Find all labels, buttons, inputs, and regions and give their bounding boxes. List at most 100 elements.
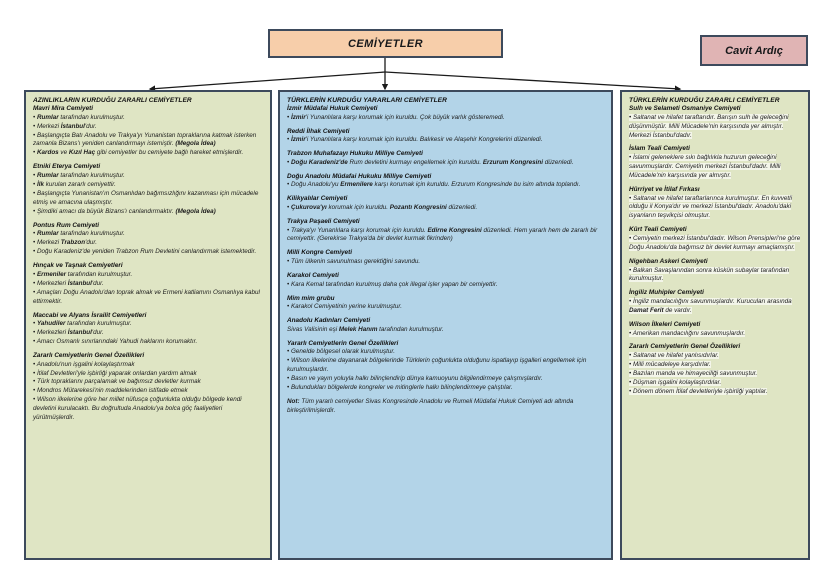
column-groups: Mavri Mira Cemiyeti• Rumlar tarafından k… bbox=[33, 105, 263, 423]
author-name-label: Cavit Ardıç bbox=[725, 44, 783, 57]
society-detail-line: • İzmir'i Yunanlılara karşı korumak için… bbox=[287, 113, 505, 121]
society-detail-line: • Başlangıçta Yunanistan'ın Osmanlıdan b… bbox=[33, 189, 259, 206]
society-detail-line: • İslami geleneklere sıkı bağlılıkla huz… bbox=[629, 154, 781, 179]
society-detail-line: • Saltanat ve hilafet taraftarlarınca ku… bbox=[629, 194, 792, 220]
society-detail-line: • Doğu Anadolu'yu Ermenilere karşı korum… bbox=[287, 181, 581, 189]
society-detail-line: • Başlangıçta Batı Anadolu ve Trakya'yı … bbox=[33, 131, 257, 148]
society-group-title: Karakol Cemiyeti bbox=[287, 271, 339, 279]
column-title: TÜRKLERİN KURDUĞU YARARLARI CEMİYETLER bbox=[287, 97, 447, 104]
society-detail-line: • Bulundukları bölgelerde kongreler ve m… bbox=[287, 384, 513, 392]
society-group: Trabzon Muhafazayı Hukuku Milliye Cemiye… bbox=[287, 150, 604, 168]
society-group: Nigehban Askeri Cemiyeti• Balkan Savaşla… bbox=[629, 258, 801, 285]
society-detail-line: • Rumlar tarafından kurulmuştur. bbox=[33, 230, 125, 238]
society-detail-line: • Şimdiki amacı da büyük Bizans'ı canlan… bbox=[33, 207, 216, 215]
society-group: Hınçak ve Taşnak Cemiyetleri• Ermeniler … bbox=[33, 262, 263, 306]
society-group-title: Hınçak ve Taşnak Cemiyetleri bbox=[33, 262, 123, 270]
society-detail-line: • İngiliz mandacılığını savunmuşlardır. … bbox=[629, 298, 792, 314]
society-group: Pontus Rum Cemiyeti• Rumlar tarafından k… bbox=[33, 222, 263, 257]
society-group-title: Trabzon Muhafazayı Hukuku Milliye Cemiye… bbox=[287, 150, 423, 158]
society-detail-line: • Kara Kemal tarafından kurulmuş daha ço… bbox=[287, 280, 498, 288]
society-group: Wilson İlkeleri Cemiyeti• Amerikan manda… bbox=[629, 321, 801, 339]
society-group: Mim mim grubu• Karakol Cemiyetinin yerin… bbox=[287, 295, 604, 313]
society-detail-line: • Rumlar tarafından kurulmuştur. bbox=[33, 171, 125, 179]
society-group: Mavri Mira Cemiyeti• Rumlar tarafından k… bbox=[33, 105, 263, 158]
society-group: Sulh ve Selameti Osmaniye Cemiyeti• Salt… bbox=[629, 105, 801, 140]
society-group-title: Anadolu Kadınları Cemiyeti bbox=[287, 317, 371, 325]
society-detail-line: • Türk topraklarını parçalamak ve bağıms… bbox=[33, 378, 201, 386]
column-groups: İzmir Müdafai Hukuk Cemiyeti• İzmir'i Yu… bbox=[287, 105, 604, 393]
society-detail-line: • Rumlar tarafından kurulmuştur. bbox=[33, 113, 125, 121]
society-group-title: Trakya Paşaeli Cemiyeti bbox=[287, 217, 360, 225]
society-detail-line: • Doğu Karadeniz'de yeniden Trabzon Rum … bbox=[33, 248, 257, 256]
society-detail-line: • Ermeniler tarafından kurulmuştur. bbox=[33, 270, 133, 278]
society-group-title: Zararlı Cemiyetlerin Genel Özellikleri bbox=[33, 351, 145, 359]
society-group: Karakol Cemiyeti• Kara Kemal tarafından … bbox=[287, 272, 604, 290]
root-node-label: CEMİYETLER bbox=[348, 37, 423, 50]
society-detail-line: • Doğu Karadeniz'de Rum devletini kurmay… bbox=[287, 158, 574, 166]
society-group-title: Mim mim grubu bbox=[287, 294, 335, 302]
society-detail-line: • Mondros Mütarekesi'nin maddelerinden i… bbox=[33, 387, 188, 395]
society-detail-line: • Saltanat ve hilafet yanlısıdırlar. bbox=[629, 352, 719, 360]
society-group: Yararlı Cemiyetlerin Genel Özellikleri• … bbox=[287, 340, 604, 393]
society-detail-line: • Merkezleri İstanbul'dur. bbox=[33, 329, 104, 337]
society-detail-line: • İzmir'i Yunanlılara karşı korumak için… bbox=[287, 136, 543, 144]
society-detail-line: Sivas Valisinin eşi Melek Hanım tarafınd… bbox=[287, 325, 444, 333]
society-detail-line: • Dönem dönem İtilaf devletleriyle işbir… bbox=[629, 387, 768, 395]
society-detail-line: • Tüm ülkenin savunulması gerektiğini sa… bbox=[287, 258, 421, 266]
society-group-title: İngiliz Muhipler Cemiyeti bbox=[629, 289, 704, 297]
author-credit-box: Cavit Ardıç bbox=[700, 35, 808, 66]
society-group: İslam Teali Cemiyeti• İslami geleneklere… bbox=[629, 145, 801, 180]
society-group-title: İzmir Müdafai Hukuk Cemiyeti bbox=[287, 105, 378, 112]
society-group: Zararlı Cemiyetlerin Genel Özellikleri• … bbox=[33, 352, 263, 423]
column-title: AZINLIKLARIN KURDUĞU ZARARLI CEMİYETLER bbox=[33, 97, 192, 104]
society-group-title: Mavri Mira Cemiyeti bbox=[33, 105, 94, 112]
society-group: Zararlı Cemiyetlerin Genel Özellikleri• … bbox=[629, 343, 801, 396]
society-group: Kürt Teali Cemiyeti• Cemiyetin merkezi İ… bbox=[629, 226, 801, 253]
column-title: TÜRKLERİN KURDUĞU ZARARLI CEMİYETLER bbox=[629, 97, 780, 104]
society-detail-line: • Anadolu'nun işgalini kolaylaştırmak bbox=[33, 360, 135, 368]
society-detail-line: • Balkan Savaşlarından sonra küskün suba… bbox=[629, 266, 790, 283]
society-detail-line: • Çukurova'yı korumak için kuruldu. Poza… bbox=[287, 203, 478, 211]
society-group-title: Maccabi ve Alyans İsrailit Cemiyetleri bbox=[33, 311, 147, 319]
society-group: Maccabi ve Alyans İsrailit Cemiyetleri• … bbox=[33, 312, 263, 347]
society-detail-line: • Bazıları manda ve himayeciliği savunmu… bbox=[629, 370, 758, 377]
society-group: Hürriyet ve İtilaf Fırkası• Saltanat ve … bbox=[629, 186, 801, 221]
society-detail-line: • Milli mücadeleye karşıdırlar. bbox=[629, 361, 711, 369]
society-detail-line: • Yahudiler tarafından kurulmuştur. bbox=[33, 320, 132, 328]
society-detail-line: • Basın ve yayın yoluyla halkı bilinçlen… bbox=[287, 375, 543, 383]
society-detail-line: • Genelde bölgesel olarak kurulmuştur. bbox=[287, 348, 396, 356]
society-group: İngiliz Muhipler Cemiyeti• İngiliz manda… bbox=[629, 289, 801, 316]
society-group-title: Kilikyalılar Cemiyeti bbox=[287, 195, 348, 203]
column-turks-harmful-societies: TÜRKLERİN KURDUĞU ZARARLI CEMİYETLER Sul… bbox=[620, 90, 810, 560]
column-turks-useful-societies: TÜRKLERİN KURDUĞU YARARLARI CEMİYETLER İ… bbox=[278, 90, 613, 560]
society-group: Doğu Anadolu Müdafai Hukuku Milliye Cemi… bbox=[287, 173, 604, 191]
society-group-title: İslam Teali Cemiyeti bbox=[629, 145, 690, 153]
society-detail-line: • İtilaf Devletleri'yle işbirliği yapara… bbox=[33, 369, 197, 377]
column-minorities-harmful-societies: AZINLIKLARIN KURDUĞU ZARARLI CEMİYETLER … bbox=[24, 90, 272, 560]
society-group: Milli Kongre Cemiyeti• Tüm ülkenin savun… bbox=[287, 249, 604, 267]
society-group: Trakya Paşaeli Cemiyeti• Trakya'yı Yunan… bbox=[287, 218, 604, 245]
society-group-title: Nigehban Askeri Cemiyeti bbox=[629, 257, 708, 265]
society-detail-line: • Karakol Cemiyetinin yerine kurulmuştur… bbox=[287, 303, 403, 311]
society-group-title: Sulh ve Selameti Osmaniye Cemiyeti bbox=[629, 105, 741, 112]
column-groups: Sulh ve Selameti Osmaniye Cemiyeti • Salt… bbox=[629, 105, 801, 397]
society-group-title: Kürt Teali Cemiyeti bbox=[629, 226, 687, 234]
society-detail-line: • İlk kurulan zararlı cemiyettir. bbox=[33, 180, 116, 188]
society-group-title: Pontus Rum Cemiyeti bbox=[33, 221, 100, 229]
society-group: Etniki Eterya Cemiyeti• Rumlar tarafında… bbox=[33, 163, 263, 216]
society-group: Kilikyalılar Cemiyeti• Çukurova'yı korum… bbox=[287, 195, 604, 213]
society-group-title: Doğu Anadolu Müdafai Hukuku Milliye Cemi… bbox=[287, 172, 432, 180]
society-detail-line: • Amacı Osmanlı sınırlarındaki Yahudi ha… bbox=[33, 338, 198, 346]
society-group-title: Zararlı Cemiyetlerin Genel Özellikleri bbox=[629, 343, 741, 351]
root-node-cemiyetler: CEMİYETLER bbox=[268, 29, 503, 58]
society-detail-line: • Amerikan mandacılığını savunmuşlardır. bbox=[629, 329, 746, 337]
society-detail-line: • Merkezi İstanbul'dur. bbox=[33, 122, 97, 130]
society-group-title: Etniki Eterya Cemiyeti bbox=[33, 163, 101, 171]
society-detail-line: • Merkezleri İstanbul'dur. bbox=[33, 279, 104, 287]
society-group-title: Milli Kongre Cemiyeti bbox=[287, 249, 352, 257]
society-group-title: Reddi İlhak Cemiyeti bbox=[287, 127, 350, 135]
society-detail-line: • Amaçları Doğu Anadolu'dan toprak almak… bbox=[33, 288, 260, 305]
society-group: Reddi İlhak Cemiyeti• İzmir'i Yunanlılar… bbox=[287, 128, 604, 146]
